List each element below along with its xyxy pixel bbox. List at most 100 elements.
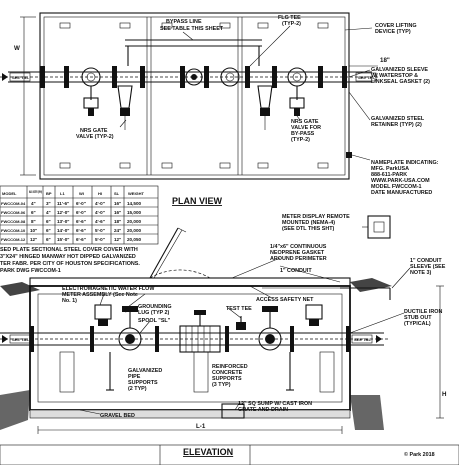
table-cell: 10" (30, 228, 37, 233)
grounding-label: GROUNDING (138, 304, 172, 310)
table-cell: 6'-0" (76, 201, 86, 206)
table-row: FWCCOM-12 12" 6" 15'-0" 6'-6" 5'-0" 12" … (1, 237, 141, 242)
ductile-sub2: (TYPICAL) (404, 321, 431, 327)
plan-dimension-18: 18" (349, 57, 390, 67)
table-cell: 6" (31, 210, 36, 215)
meter-display-box (362, 215, 391, 239)
table-cell: 13'-0" (57, 219, 69, 224)
table-cell: 20,050 (127, 237, 141, 242)
dim-l1-label: L-1 (196, 423, 206, 430)
nameplate-line-3: 888-611-PARK (371, 172, 407, 178)
sump-label: 12" SQ SUMP W/ CAST IRON (238, 401, 312, 407)
elev-stub-left: SEE TBL (2, 334, 31, 344)
ductile-sub1: STUB OUT (404, 315, 432, 321)
flow-meter (179, 310, 221, 353)
conduit-label: 1" CONDUIT (280, 268, 312, 274)
nrs-right-sub3: (TYP-2) (291, 137, 310, 143)
access-net-label: ACCESS SAFETY NET (256, 297, 314, 303)
table-cell: 24" (114, 228, 121, 233)
svg-text:SEE TBL: SEE TBL (358, 75, 375, 80)
pipe-supports (59, 351, 335, 393)
plan-vault-outline (39, 12, 350, 180)
table-note-3: TER FABR. PER CITY OF HOUSTON SPECIFICAT… (0, 261, 140, 267)
table-cell: 14,500 (127, 201, 141, 206)
table-row: FWCCOM-10 10" 6" 14'-0" 6'-6" 5'-0" 24" … (1, 228, 141, 233)
elev-risers (94, 304, 323, 326)
nrs-gate-valve-mid-left (117, 85, 133, 130)
table-cell: 6" (46, 237, 51, 242)
model-table: MODEL MAX WATER (GPM) BP L1 WI HI SL WEI… (0, 185, 159, 274)
copyright-text: © Park 2018 (404, 451, 435, 458)
table-cell: FWCCOM-08 (1, 219, 26, 224)
table-cell: 6'-6" (76, 219, 86, 224)
dim-w-label: W (14, 45, 20, 52)
open-hatch (149, 227, 211, 279)
plan-stub-left: SEE TBL (2, 72, 31, 82)
cover-lifting-label: COVER LIFTING (375, 23, 417, 29)
concrete-sub2: SUPPORTS (212, 376, 242, 382)
table-header-model: MODEL (2, 191, 17, 196)
table-cell: 15'-0" (57, 237, 69, 242)
stub-right-label: SEE TBL (354, 337, 371, 342)
table-cell: FWCCOM-10 (1, 228, 26, 233)
table-row: FWCCOM-04 4" 3" 11'-6" 6'-0" 4'-0" 16" 1… (1, 201, 141, 206)
nrs-left-label: NRS GATE (80, 128, 108, 134)
table-cell: 6" (46, 228, 51, 233)
plan-dimension-w: W (14, 16, 36, 176)
bypass-line-label: BYPASS LINE (166, 19, 202, 25)
gravel-label: GRAVEL BED (100, 413, 135, 419)
elevation-view: SEE TBL SEE TBL (0, 214, 459, 465)
dim-18-label: 18" (380, 57, 390, 64)
table-cell: 15,000 (127, 210, 141, 215)
table-cell: 12" (30, 237, 37, 242)
table-cell: 4'-6" (95, 219, 105, 224)
nrs-right-sub2: BY-PASS (291, 131, 315, 137)
nameplate-line-5: MODEL FWCCOM-1 (371, 184, 422, 190)
meter-display-sub2: (SEE DTL THIS SHT) (282, 226, 335, 232)
neoprene-sub1: NEOPRENE GASKET (270, 250, 325, 256)
table-note-1: SED PLATE SECTIONAL STEEL COVER COVER WI… (0, 247, 138, 253)
cover-lifting-sub: DEVICE (TYP) (375, 29, 411, 35)
flg-tee-valve (220, 67, 240, 87)
elev-stub-right: SEE TBL (351, 334, 382, 344)
dim-h-label: H (442, 391, 447, 398)
bypass-valve (185, 68, 203, 86)
conduit (262, 287, 391, 300)
nrs-right-sub1: VALVE FOR (291, 125, 321, 131)
table-header-sl: SL (114, 191, 120, 196)
galv-pipe-sub3: (2 TYP) (128, 386, 147, 392)
concrete-sub1: CONCRETE (212, 370, 243, 376)
table-note-2: 3"X24" HINGED MANWAY HOT DIPPED GALVANIZ… (0, 254, 136, 260)
table-cell: 20,000 (127, 219, 141, 224)
galv-sleeve-label: GALVANIZED SLEEVE (371, 67, 428, 73)
soil-hatch (0, 278, 392, 430)
table-cell: 6'-0" (76, 210, 86, 215)
elev-cover (29, 277, 351, 287)
plan-view-title: PLAN VIEW (172, 196, 223, 206)
meter-display-label: METER DISPLAY REMOTE (282, 214, 350, 220)
conduit-sleeve-sub2: NOTE 3) (410, 270, 431, 276)
table-cell: 5'-0" (95, 237, 105, 242)
svg-text:SEE TBL: SEE TBL (12, 75, 29, 80)
conduit-sleeve-sub1: SLEEVE (SEE (410, 264, 446, 270)
nameplate-callout: NAMEPLATE INDICATING: MFG. ParkUSA 888-6… (346, 152, 439, 196)
plan-main-pipe (0, 66, 380, 88)
table-header-l1: L1 (60, 191, 65, 196)
table-cell: 8" (31, 219, 36, 224)
elev-vault-inner (37, 293, 343, 403)
spool-label: SPOOL "SL" (138, 318, 171, 324)
conduit-sleeve-label: 1" CONDUIT (410, 258, 442, 264)
ductile-label: DUCTILE IRON (404, 309, 442, 315)
table-cell: 4" (31, 201, 36, 206)
table-cell: FWCCOM-04 (1, 201, 26, 206)
plan-vault-inner (43, 16, 346, 176)
table-cell: 11'-6" (57, 201, 69, 206)
table-cell: 20,000 (127, 228, 141, 233)
table-cell: 4'-0" (95, 210, 105, 215)
elev-dimension-l1: L-1 (37, 423, 343, 434)
nrs-gate-valve-right (287, 67, 307, 116)
concrete-sub3: (3 TYP) (212, 382, 231, 388)
table-row: FWCCOM-06 6" 4" 12'-0" 6'-0" 4'-0" 16" 1… (1, 210, 141, 215)
nameplate-line-1: NAMEPLATE INDICATING: (371, 160, 439, 166)
galv-sleeve-sub2: LINKSEAL GASKET (2) (371, 79, 430, 85)
